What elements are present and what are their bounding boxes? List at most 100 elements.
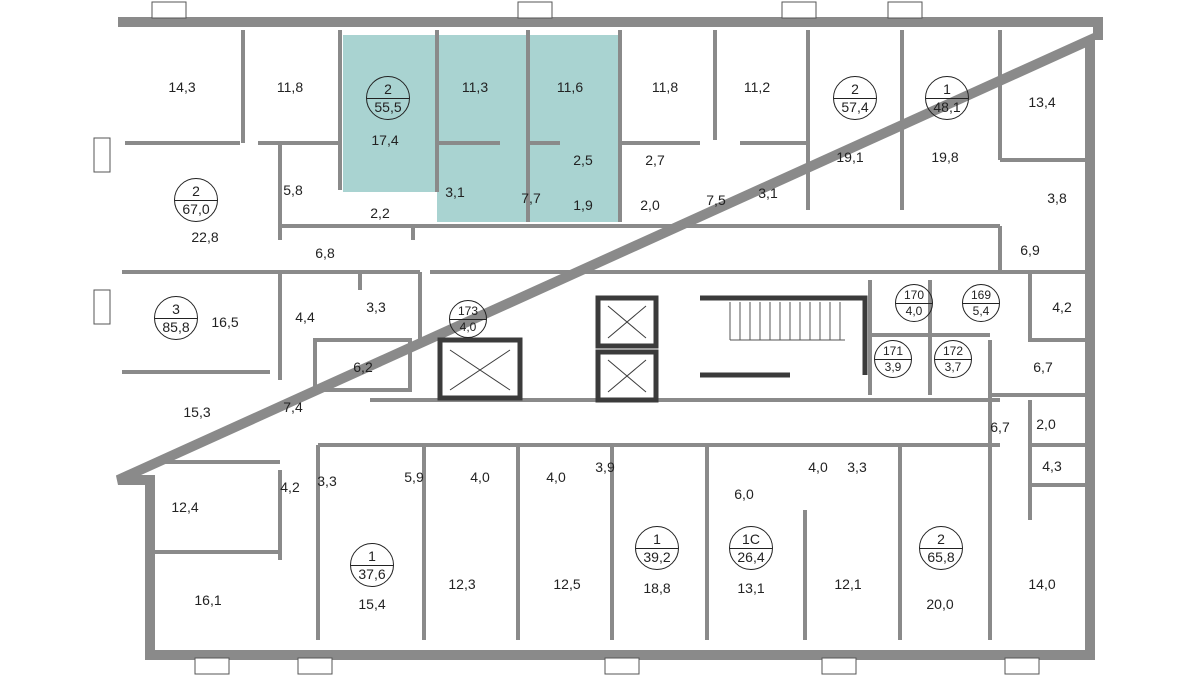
apartment-rooms: 2 xyxy=(920,531,962,549)
room-area: 4,0 xyxy=(808,459,828,475)
outer-walls xyxy=(115,17,1103,660)
room-area: 19,8 xyxy=(931,149,959,165)
room-area: 2,7 xyxy=(645,152,665,168)
room-area: 4,2 xyxy=(1052,299,1072,315)
apartment-rooms: 2 xyxy=(834,81,876,99)
storage-area: 3,9 xyxy=(884,359,902,374)
room-area: 1,9 xyxy=(573,197,593,213)
room-area: 17,4 xyxy=(371,132,399,148)
room-area: 2,5 xyxy=(573,152,593,168)
room-area: 7,4 xyxy=(283,399,303,415)
apartment-rooms: 3 xyxy=(155,301,197,319)
room-area: 12,5 xyxy=(553,576,581,592)
storage-number: 169 xyxy=(963,288,999,304)
apartment-area: 26,4 xyxy=(737,548,765,565)
storage-area: 4,0 xyxy=(459,319,477,334)
room-area: 11,8 xyxy=(651,79,679,95)
room-area: 7,7 xyxy=(521,190,541,206)
room-area: 16,1 xyxy=(194,592,222,608)
apartment-area: 67,0 xyxy=(182,200,210,217)
room-area: 3,1 xyxy=(445,184,465,200)
room-area: 13,1 xyxy=(737,580,765,596)
room-area: 20,0 xyxy=(926,596,954,612)
storage-area: 4,0 xyxy=(905,303,923,318)
room-area: 6,8 xyxy=(315,245,335,261)
room-area: 13,4 xyxy=(1028,94,1056,110)
room-area: 4,3 xyxy=(1042,458,1062,474)
room-area: 5,8 xyxy=(283,182,303,198)
room-area: 6,2 xyxy=(353,359,373,375)
room-area: 22,8 xyxy=(191,229,219,245)
stairs xyxy=(729,302,845,341)
apartment-area: 55,5 xyxy=(374,98,402,115)
interior-walls xyxy=(122,30,1085,640)
room-area: 15,3 xyxy=(183,404,211,420)
room-area: 4,0 xyxy=(470,469,490,485)
room-area: 3,1 xyxy=(758,185,778,201)
selected-apartment[interactable] xyxy=(343,35,620,222)
room-area: 4,0 xyxy=(546,469,566,485)
room-area: 6,7 xyxy=(990,419,1010,435)
room-area: 15,4 xyxy=(358,596,386,612)
room-area: 3,3 xyxy=(317,473,337,489)
storage-area: 5,4 xyxy=(972,303,990,318)
apartment-rooms: 2 xyxy=(367,81,409,99)
room-area: 11,2 xyxy=(743,79,771,95)
room-area: 2,0 xyxy=(1036,416,1056,432)
room-area: 4,2 xyxy=(280,479,300,495)
apartment-rooms: 2 xyxy=(175,183,217,201)
room-area: 6,9 xyxy=(1020,242,1040,258)
apartment-rooms: 1 xyxy=(351,548,393,566)
room-area: 12,1 xyxy=(834,576,862,592)
apartment-area: 65,8 xyxy=(927,548,955,565)
room-area: 16,5 xyxy=(211,314,239,330)
apartment-rooms: 1С xyxy=(730,531,772,549)
storage-area: 3,7 xyxy=(944,359,962,374)
apartment-area: 37,6 xyxy=(358,565,386,582)
room-area: 19,1 xyxy=(836,149,864,165)
apartment-area: 57,4 xyxy=(841,98,869,115)
room-area: 12,3 xyxy=(448,576,476,592)
room-area: 3,8 xyxy=(1047,190,1067,206)
room-area: 18,8 xyxy=(643,580,671,596)
core xyxy=(437,295,868,403)
storage-number: 173 xyxy=(450,304,486,320)
windows xyxy=(93,1,1040,675)
room-area: 3,3 xyxy=(847,459,867,475)
apartment-area: 85,8 xyxy=(162,318,190,335)
room-area: 7,5 xyxy=(706,192,726,208)
apartment-rooms: 1 xyxy=(636,531,678,549)
room-area: 11,8 xyxy=(276,79,304,95)
room-area: 5,9 xyxy=(404,469,424,485)
room-area: 11,3 xyxy=(461,79,489,95)
room-area: 3,9 xyxy=(595,459,615,475)
room-area: 14,3 xyxy=(168,79,196,95)
storage-number: 172 xyxy=(935,344,971,360)
room-area: 4,4 xyxy=(295,309,315,325)
apartment-rooms: 1 xyxy=(926,81,968,99)
room-area: 6,7 xyxy=(1033,359,1053,375)
apartment-area: 39,2 xyxy=(643,548,671,565)
room-area: 2,0 xyxy=(640,197,660,213)
room-area: 14,0 xyxy=(1028,576,1056,592)
room-area: 6,0 xyxy=(734,486,754,502)
room-area: 2,2 xyxy=(370,205,390,221)
room-area: 12,4 xyxy=(171,499,199,515)
storage-number: 170 xyxy=(896,288,932,304)
